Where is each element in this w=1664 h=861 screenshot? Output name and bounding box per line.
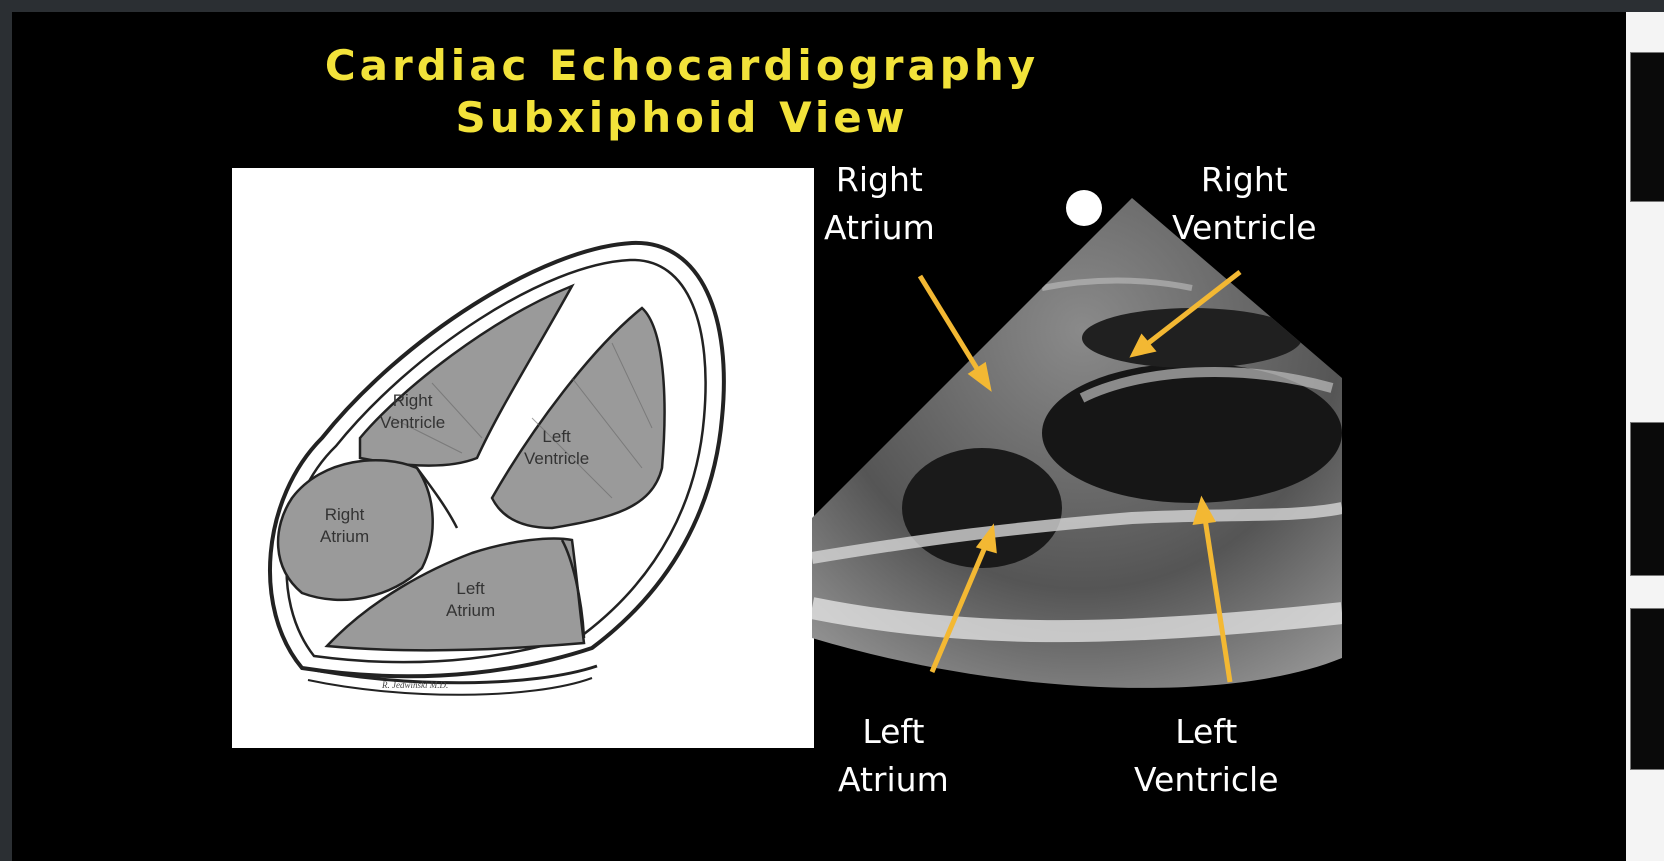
echo-label-left-ventricle-line2: Ventricle	[1134, 756, 1279, 804]
arrow-right-atrium	[920, 276, 984, 380]
title-line-1: Cardiac Echocardiography	[325, 41, 1039, 90]
heart-diagram: Right Ventricle Left Ventricle Right Atr…	[232, 168, 814, 748]
thumbnail-3[interactable]	[1630, 608, 1664, 770]
echo-label-right-atrium-line1: Right	[824, 156, 935, 204]
slide: Cardiac Echocardiography Subxiphoid View	[12, 12, 1626, 861]
diagram-label-left-atrium: Left Atrium	[446, 578, 495, 622]
echo-label-right-atrium: Right Atrium	[824, 156, 935, 252]
probe-orientation-marker	[1066, 190, 1102, 226]
echo-label-right-ventricle: Right Ventricle	[1172, 156, 1317, 252]
diagram-label-right-ventricle: Right Ventricle	[380, 390, 445, 434]
echo-label-right-ventricle-line1: Right	[1172, 156, 1317, 204]
echo-label-left-ventricle: Left Ventricle	[1134, 708, 1279, 804]
adjacent-slide-strip	[1626, 12, 1664, 861]
echo-label-right-ventricle-line2: Ventricle	[1172, 204, 1317, 252]
echo-label-left-atrium: Left Atrium	[838, 708, 949, 804]
slide-title: Cardiac Echocardiography Subxiphoid View	[12, 40, 1352, 144]
title-line-2: Subxiphoid View	[455, 93, 908, 142]
echo-label-left-atrium-line2: Atrium	[838, 756, 949, 804]
thumbnail-1[interactable]	[1630, 52, 1664, 202]
artist-signature: R. Jedwinski M.D.	[382, 680, 448, 690]
diagram-label-right-atrium: Right Atrium	[320, 504, 369, 548]
heart-illustration	[232, 168, 814, 748]
thumbnail-2[interactable]	[1630, 422, 1664, 576]
echo-label-left-atrium-line1: Left	[838, 708, 949, 756]
echo-label-right-atrium-line2: Atrium	[824, 204, 935, 252]
diagram-label-left-ventricle: Left Ventricle	[524, 426, 589, 470]
echo-label-left-ventricle-line1: Left	[1134, 708, 1279, 756]
